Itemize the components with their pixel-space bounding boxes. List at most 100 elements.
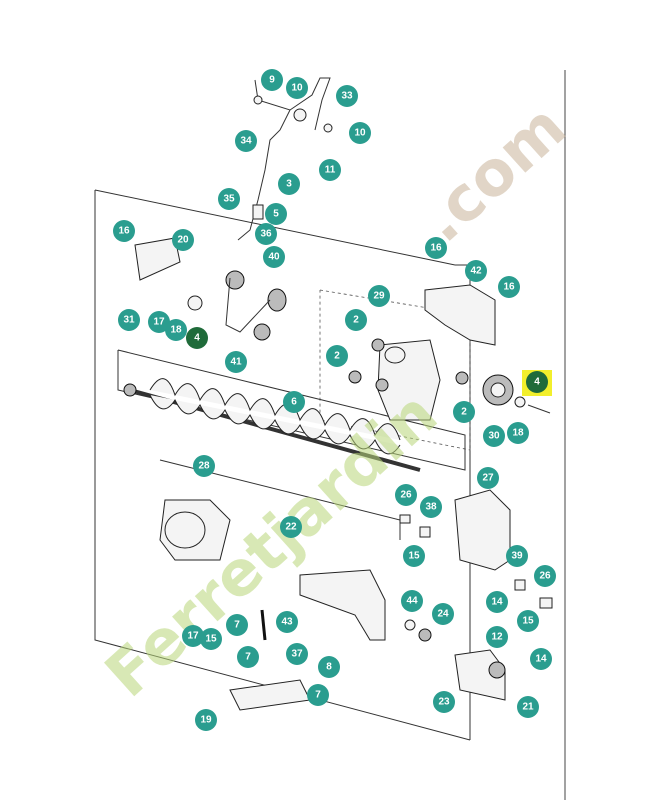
callout-number: 43 bbox=[281, 617, 293, 628]
part-callout-43: 43 bbox=[276, 611, 298, 633]
part-callout-17: 17 bbox=[148, 311, 170, 333]
callout-circle bbox=[319, 159, 341, 181]
callout-circle bbox=[517, 610, 539, 632]
part-callout-28: 28 bbox=[193, 455, 215, 477]
callout-number: 3 bbox=[286, 179, 292, 190]
callout-number: 9 bbox=[269, 75, 275, 86]
callout-number: 14 bbox=[535, 654, 547, 665]
watermark-text-brown: .com bbox=[406, 90, 579, 256]
part-callout-19: 19 bbox=[195, 709, 217, 731]
callout-circle bbox=[401, 590, 423, 612]
callout-number: 8 bbox=[326, 662, 332, 673]
part-callout-35: 35 bbox=[218, 188, 240, 210]
callout-circle bbox=[263, 246, 285, 268]
part-callout-39: 39 bbox=[506, 545, 528, 567]
callout-circle bbox=[486, 626, 508, 648]
callout-circle bbox=[477, 467, 499, 489]
callout-circle bbox=[218, 188, 240, 210]
callout-circle bbox=[453, 401, 475, 423]
callout-number: 15 bbox=[205, 634, 217, 645]
part-callout-41: 41 bbox=[225, 351, 247, 373]
belt-assembly bbox=[134, 237, 287, 341]
callout-circle bbox=[420, 496, 442, 518]
callout-number: 11 bbox=[325, 165, 336, 176]
part-callout-5: 5 bbox=[265, 203, 287, 225]
callout-number: 44 bbox=[406, 596, 418, 607]
callout-number: 33 bbox=[341, 91, 353, 102]
callout-circle bbox=[433, 691, 455, 713]
callout-number: 30 bbox=[488, 431, 500, 442]
callout-circle bbox=[280, 516, 302, 538]
part-callout-14a: 14 bbox=[486, 591, 508, 613]
part-callout-16c: 16 bbox=[498, 276, 520, 298]
callout-number: 41 bbox=[230, 357, 242, 368]
callout-number: 22 bbox=[285, 522, 297, 533]
callout-number: 21 bbox=[522, 702, 534, 713]
callout-circle bbox=[526, 371, 548, 393]
part-callout-7a: 7 bbox=[226, 614, 248, 636]
callout-number: 28 bbox=[198, 461, 210, 472]
part-callout-44: 44 bbox=[401, 590, 423, 612]
callout-circle bbox=[432, 603, 454, 625]
callout-circle bbox=[506, 545, 528, 567]
part-callout-12: 12 bbox=[486, 626, 508, 648]
part-callout-24: 24 bbox=[432, 603, 454, 625]
callout-number: 16 bbox=[118, 226, 130, 237]
part-callout-17b: 17 bbox=[182, 625, 204, 647]
callout-number: 7 bbox=[245, 652, 251, 663]
callout-number: 29 bbox=[373, 291, 385, 302]
callout-circle bbox=[465, 260, 487, 282]
callout-number: 5 bbox=[273, 209, 279, 220]
callout-number: 17 bbox=[187, 631, 199, 642]
callout-circle bbox=[265, 203, 287, 225]
part-callout-4b: 4 bbox=[526, 371, 548, 393]
callout-number: 7 bbox=[315, 690, 321, 701]
callout-circle bbox=[403, 545, 425, 567]
part-callout-7b: 7 bbox=[237, 646, 259, 668]
part-callout-10b: 10 bbox=[349, 122, 371, 144]
callout-number: 16 bbox=[503, 282, 515, 293]
callout-number: 7 bbox=[234, 620, 240, 631]
lower-housing bbox=[159, 489, 553, 711]
part-callout-15b: 15 bbox=[517, 610, 539, 632]
callout-circle bbox=[530, 648, 552, 670]
part-callout-2b: 2 bbox=[326, 345, 348, 367]
callout-number: 26 bbox=[400, 490, 412, 501]
callout-circle bbox=[195, 709, 217, 731]
callout-circle bbox=[507, 422, 529, 444]
callout-circle bbox=[200, 628, 222, 650]
callout-circle bbox=[172, 229, 194, 251]
callout-number: 16 bbox=[430, 243, 442, 254]
callout-number: 35 bbox=[223, 194, 235, 205]
part-callout-16a: 16 bbox=[113, 220, 135, 242]
callout-number: 40 bbox=[268, 252, 280, 263]
callout-number: 36 bbox=[260, 229, 272, 240]
part-callout-36: 36 bbox=[255, 223, 277, 245]
part-callout-20: 20 bbox=[172, 229, 194, 251]
part-callout-7c: 7 bbox=[307, 684, 329, 706]
callout-number: 27 bbox=[482, 473, 494, 484]
callout-number: 23 bbox=[438, 697, 450, 708]
callout-number: 17 bbox=[153, 317, 165, 328]
callout-circle bbox=[286, 77, 308, 99]
callout-circle bbox=[395, 484, 417, 506]
part-callout-33: 33 bbox=[336, 85, 358, 107]
callout-number: 10 bbox=[354, 128, 366, 139]
part-callout-14b: 14 bbox=[530, 648, 552, 670]
callout-number: 10 bbox=[291, 83, 303, 94]
callout-circle bbox=[186, 327, 208, 349]
callout-circle bbox=[483, 425, 505, 447]
auger-spiral bbox=[123, 378, 421, 472]
callout-circle bbox=[517, 696, 539, 718]
part-callout-18b: 18 bbox=[507, 422, 529, 444]
callout-number: 15 bbox=[522, 616, 534, 627]
part-callout-26b: 26 bbox=[534, 565, 556, 587]
callout-number: 18 bbox=[170, 325, 182, 336]
part-callout-3: 3 bbox=[278, 173, 300, 195]
part-callout-2c: 2 bbox=[453, 401, 475, 423]
callout-number: 26 bbox=[539, 571, 551, 582]
callout-number: 18 bbox=[512, 428, 524, 439]
callout-number: 2 bbox=[461, 407, 467, 418]
callout-circle bbox=[182, 625, 204, 647]
